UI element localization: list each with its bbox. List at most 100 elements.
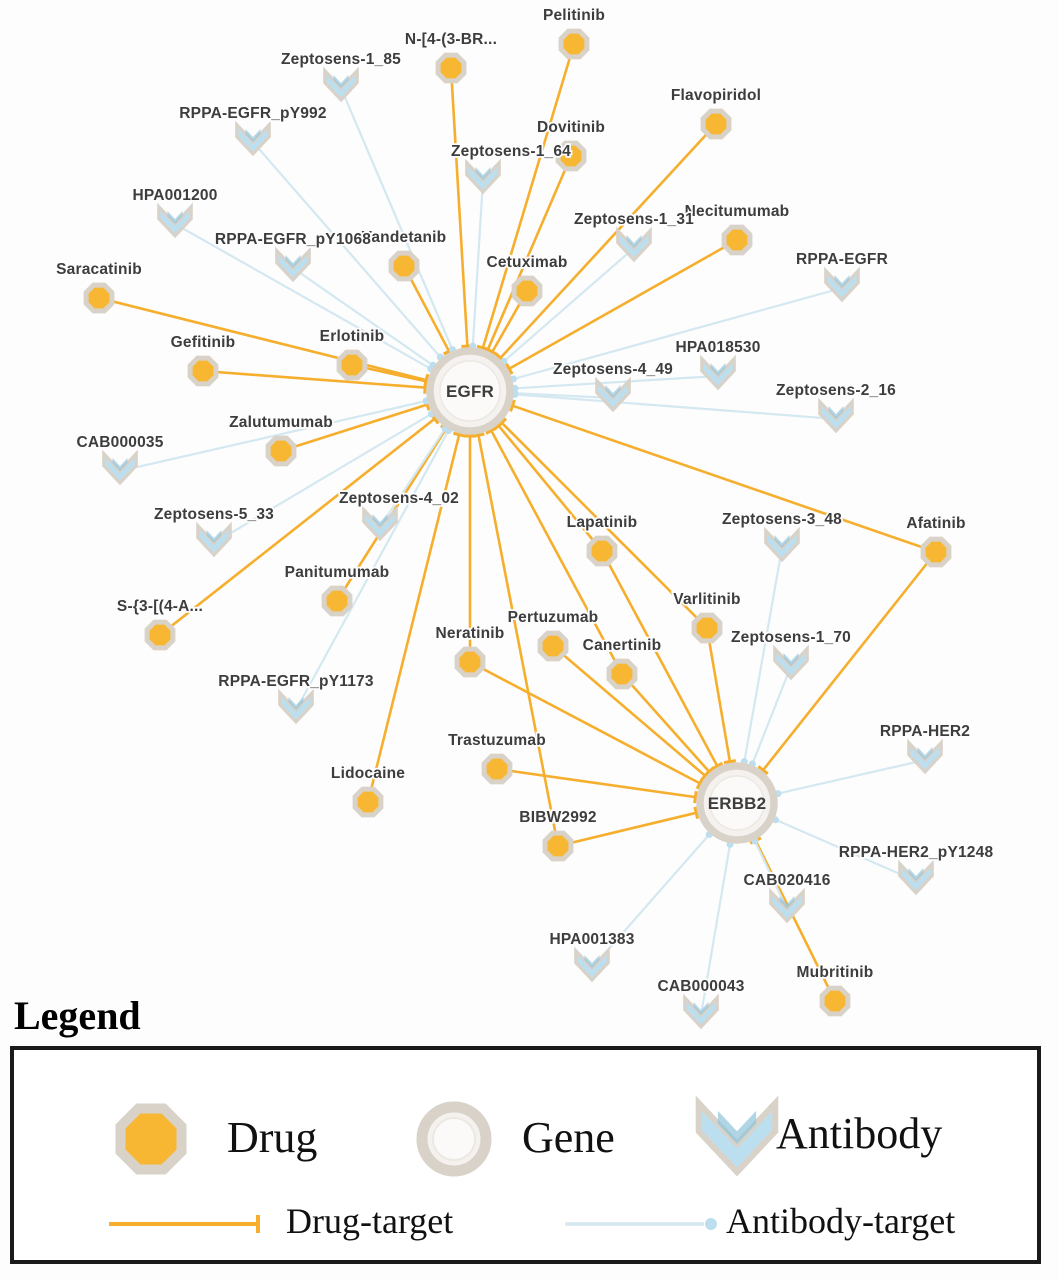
node-label: Gefitinib (171, 334, 236, 351)
drug-target-edge (557, 806, 700, 848)
antibody-target-edge (748, 665, 793, 768)
drug-node[interactable] (691, 612, 723, 644)
node-label: Dovitinib (537, 119, 605, 136)
antibody-node[interactable] (769, 887, 805, 924)
drug-target-edge (202, 369, 428, 394)
antibody-node[interactable] (235, 120, 271, 157)
gene-legend-icon (416, 1101, 492, 1177)
antibody-node[interactable] (773, 644, 809, 681)
antibody-target-edge (119, 397, 430, 473)
drug-node[interactable] (819, 985, 851, 1017)
antibody-node[interactable] (683, 993, 719, 1030)
drug-node[interactable] (187, 355, 219, 387)
drug-target-edge (476, 43, 576, 352)
drug-node[interactable] (144, 619, 176, 651)
node-label: HPA018530 (675, 339, 760, 356)
antibody-node[interactable] (700, 354, 736, 391)
antibody-target-edge (509, 286, 843, 383)
antibody-node[interactable] (824, 266, 860, 303)
node-layer (83, 28, 952, 1030)
drug-node[interactable] (558, 28, 590, 60)
antibody-target-edge (213, 410, 435, 544)
drug-node[interactable] (606, 658, 638, 690)
drug-target-edge (504, 238, 738, 375)
drug-node[interactable] (920, 536, 952, 568)
drug-target-edge (98, 296, 430, 387)
antibody-target-edge (252, 141, 444, 361)
antibody-target-edge (339, 87, 456, 354)
antibody-node[interactable] (616, 226, 652, 263)
node-label: Mubritinib (797, 964, 874, 981)
gene-node-egfr[interactable] (426, 347, 514, 435)
antibody-target-edge (511, 389, 614, 400)
node-label: Pelitinib (543, 7, 605, 24)
drug-node[interactable] (555, 140, 587, 172)
node-label: RPPA-EGFR_pY992 (179, 105, 326, 122)
node-label: CAB000035 (76, 434, 163, 451)
node-label: Zeptosens-1_70 (731, 629, 851, 646)
drug-target-edge (496, 767, 698, 804)
drug-node[interactable] (542, 830, 574, 862)
drug-node[interactable] (336, 349, 368, 381)
node-label: BIBW2992 (519, 809, 596, 826)
drug-node[interactable] (321, 585, 353, 617)
drug-node[interactable] (265, 435, 297, 467)
drug-node[interactable] (537, 630, 569, 662)
antibody-target-edge (500, 247, 635, 365)
drug-node[interactable] (481, 753, 513, 785)
drug-target-edge (621, 673, 715, 777)
antibody-node[interactable] (275, 246, 311, 283)
node-label: CAB020416 (743, 872, 830, 889)
drug-node[interactable] (435, 52, 467, 84)
antibody-target-edge (292, 267, 437, 369)
antibody-node[interactable] (278, 688, 314, 725)
drug-target-edge (449, 67, 474, 348)
node-label: Trastuzumab (448, 732, 546, 749)
drug-target-edge (749, 836, 837, 1002)
drug-node[interactable] (721, 224, 753, 256)
node-label: Zeptosens-4_02 (339, 490, 459, 507)
antibody-target-edge (511, 374, 719, 392)
node-label: Afatinib (906, 515, 965, 532)
antibody-target-edge (174, 223, 435, 373)
node-label: RPPA-EGFR (796, 251, 888, 268)
antibody-node[interactable] (907, 738, 943, 775)
edge-layer (98, 43, 938, 1016)
drug-node[interactable] (586, 535, 618, 567)
node-label: Varlitinib (673, 591, 740, 608)
antibody-node[interactable] (818, 397, 854, 434)
node-label: HPA001200 (132, 187, 217, 204)
drug-node[interactable] (511, 275, 543, 307)
gene-node-erbb2[interactable] (696, 762, 778, 844)
antibody-node[interactable] (764, 526, 800, 563)
drug-node[interactable] (454, 646, 486, 678)
antibody-target-edge (295, 427, 452, 711)
node-label: Zeptosens-5_33 (154, 506, 274, 523)
node-label: Cetuximab (486, 254, 567, 271)
antibody-node[interactable] (323, 66, 359, 103)
antibody-node[interactable] (465, 158, 501, 195)
antibody-node[interactable] (196, 521, 232, 558)
legend-antibody-label: Antibody (776, 1109, 943, 1158)
antibody-node[interactable] (898, 859, 934, 896)
drug-node[interactable] (388, 250, 420, 282)
antibody-node[interactable] (102, 449, 138, 486)
drug-target-edge (280, 398, 431, 453)
antibody-node[interactable] (157, 202, 193, 239)
drug-node[interactable] (83, 282, 115, 314)
drug-target-edge (600, 550, 724, 771)
antibody-target-edge (772, 816, 917, 883)
drug-node[interactable] (352, 786, 384, 818)
antibody-node[interactable] (362, 505, 398, 542)
antibody-node[interactable] (574, 946, 610, 983)
node-label: Zeptosens-1_85 (281, 51, 401, 68)
node-label: Zeptosens-3_48 (722, 511, 842, 528)
node-label: Zeptosens-1_31 (574, 211, 694, 228)
antibody-node[interactable] (595, 376, 631, 413)
legend-antibody-target-label: Antibody-target (726, 1201, 956, 1241)
drug-target-edge (495, 123, 717, 364)
drug-node[interactable] (700, 108, 732, 140)
node-label: CAB000043 (657, 978, 744, 995)
